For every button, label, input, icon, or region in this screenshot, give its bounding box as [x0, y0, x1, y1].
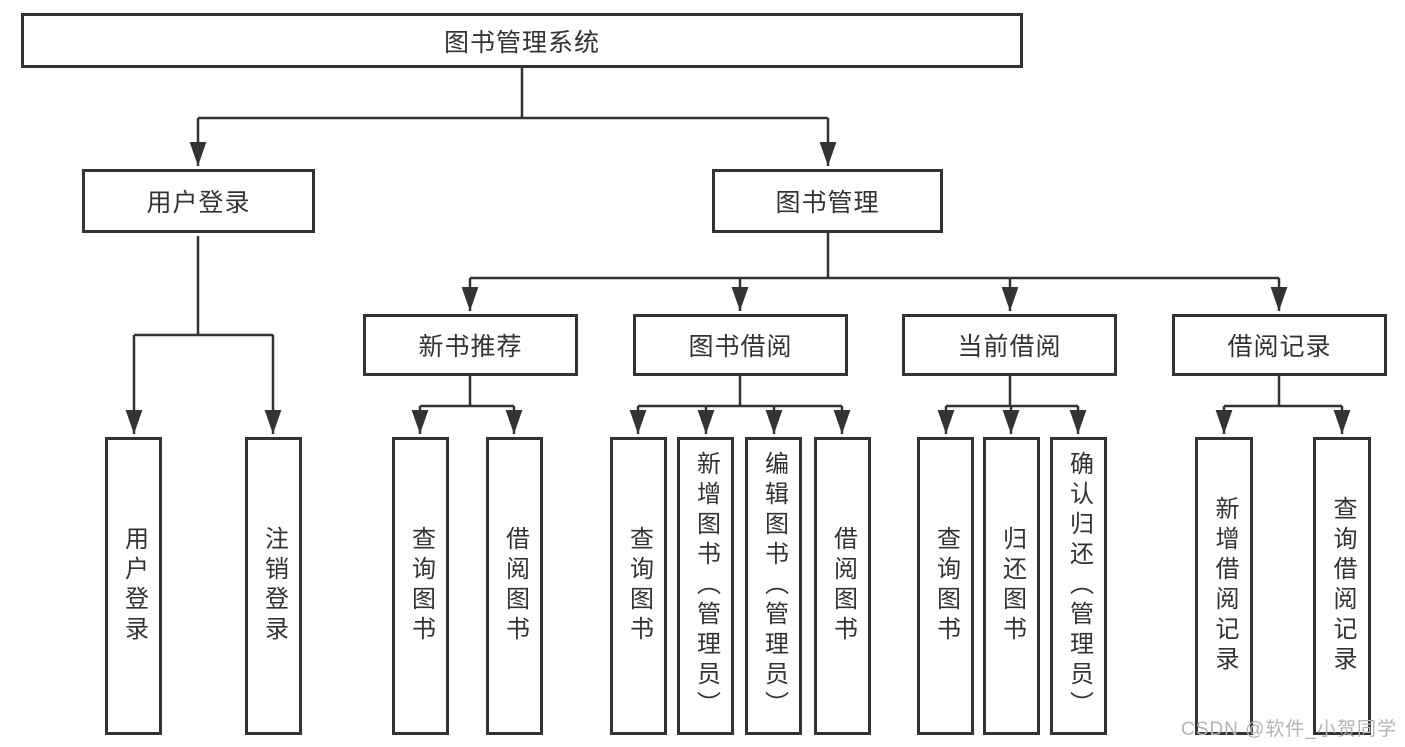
node-user-login-label: 用户登录	[146, 189, 251, 217]
leaf-recommend-query-book: 查询图书	[392, 437, 449, 735]
leaf-query-borrow-record-label: 查询借阅记录	[1329, 496, 1356, 676]
node-book-borrow: 图书借阅	[633, 314, 848, 376]
node-borrow-records: 借阅记录	[1172, 314, 1387, 376]
leaf-recommend-borrow-book: 借阅图书	[486, 437, 543, 735]
leaf-recommend-borrow-book-label: 借阅图书	[501, 526, 529, 646]
leaf-user-login: 用户登录	[105, 437, 162, 735]
leaf-current-query-book-label: 查询图书	[932, 526, 960, 646]
leaf-recommend-query-book-label: 查询图书	[407, 526, 435, 646]
leaf-query-borrow-record: 查询借阅记录	[1313, 437, 1371, 735]
node-current-borrow: 当前借阅	[902, 314, 1117, 376]
leaf-add-book-admin: 新增图书（管理员）	[677, 437, 734, 735]
leaf-borrow-query-book-label: 查询图书	[625, 526, 653, 646]
node-new-book-recommend: 新书推荐	[363, 314, 578, 376]
node-user-login: 用户登录	[82, 169, 315, 233]
leaf-confirm-return-admin-label: 确认归还（管理员）	[1065, 451, 1093, 721]
node-book-management-label: 图书管理	[775, 189, 880, 217]
node-library-system: 图书管理系统	[21, 13, 1023, 68]
leaf-logout-label: 注销登录	[260, 526, 288, 646]
leaf-borrow-query-book: 查询图书	[610, 437, 667, 735]
leaf-edit-book-admin: 编辑图书（管理员）	[745, 437, 802, 735]
leaf-confirm-return-admin: 确认归还（管理员）	[1050, 437, 1107, 735]
leaf-return-book: 归还图书	[983, 437, 1040, 735]
node-book-borrow-label: 图书借阅	[688, 333, 793, 361]
leaf-borrow-book: 借阅图书	[814, 437, 871, 735]
node-library-system-label: 图书管理系统	[443, 28, 600, 57]
leaf-edit-book-admin-label: 编辑图书（管理员）	[760, 451, 788, 721]
leaf-add-book-admin-label: 新增图书（管理员）	[692, 451, 720, 721]
node-current-borrow-label: 当前借阅	[957, 333, 1062, 361]
node-new-book-recommend-label: 新书推荐	[418, 333, 523, 361]
leaf-add-borrow-record: 新增借阅记录	[1195, 437, 1253, 735]
node-borrow-records-label: 借阅记录	[1227, 333, 1332, 361]
leaf-user-login-label: 用户登录	[120, 526, 148, 646]
leaf-return-book-label: 归还图书	[998, 526, 1026, 646]
leaf-current-query-book: 查询图书	[917, 437, 974, 735]
node-book-management: 图书管理	[712, 169, 943, 233]
leaf-logout: 注销登录	[245, 437, 302, 735]
leaf-borrow-book-label: 借阅图书	[829, 526, 857, 646]
leaf-add-borrow-record-label: 新增借阅记录	[1211, 496, 1238, 676]
